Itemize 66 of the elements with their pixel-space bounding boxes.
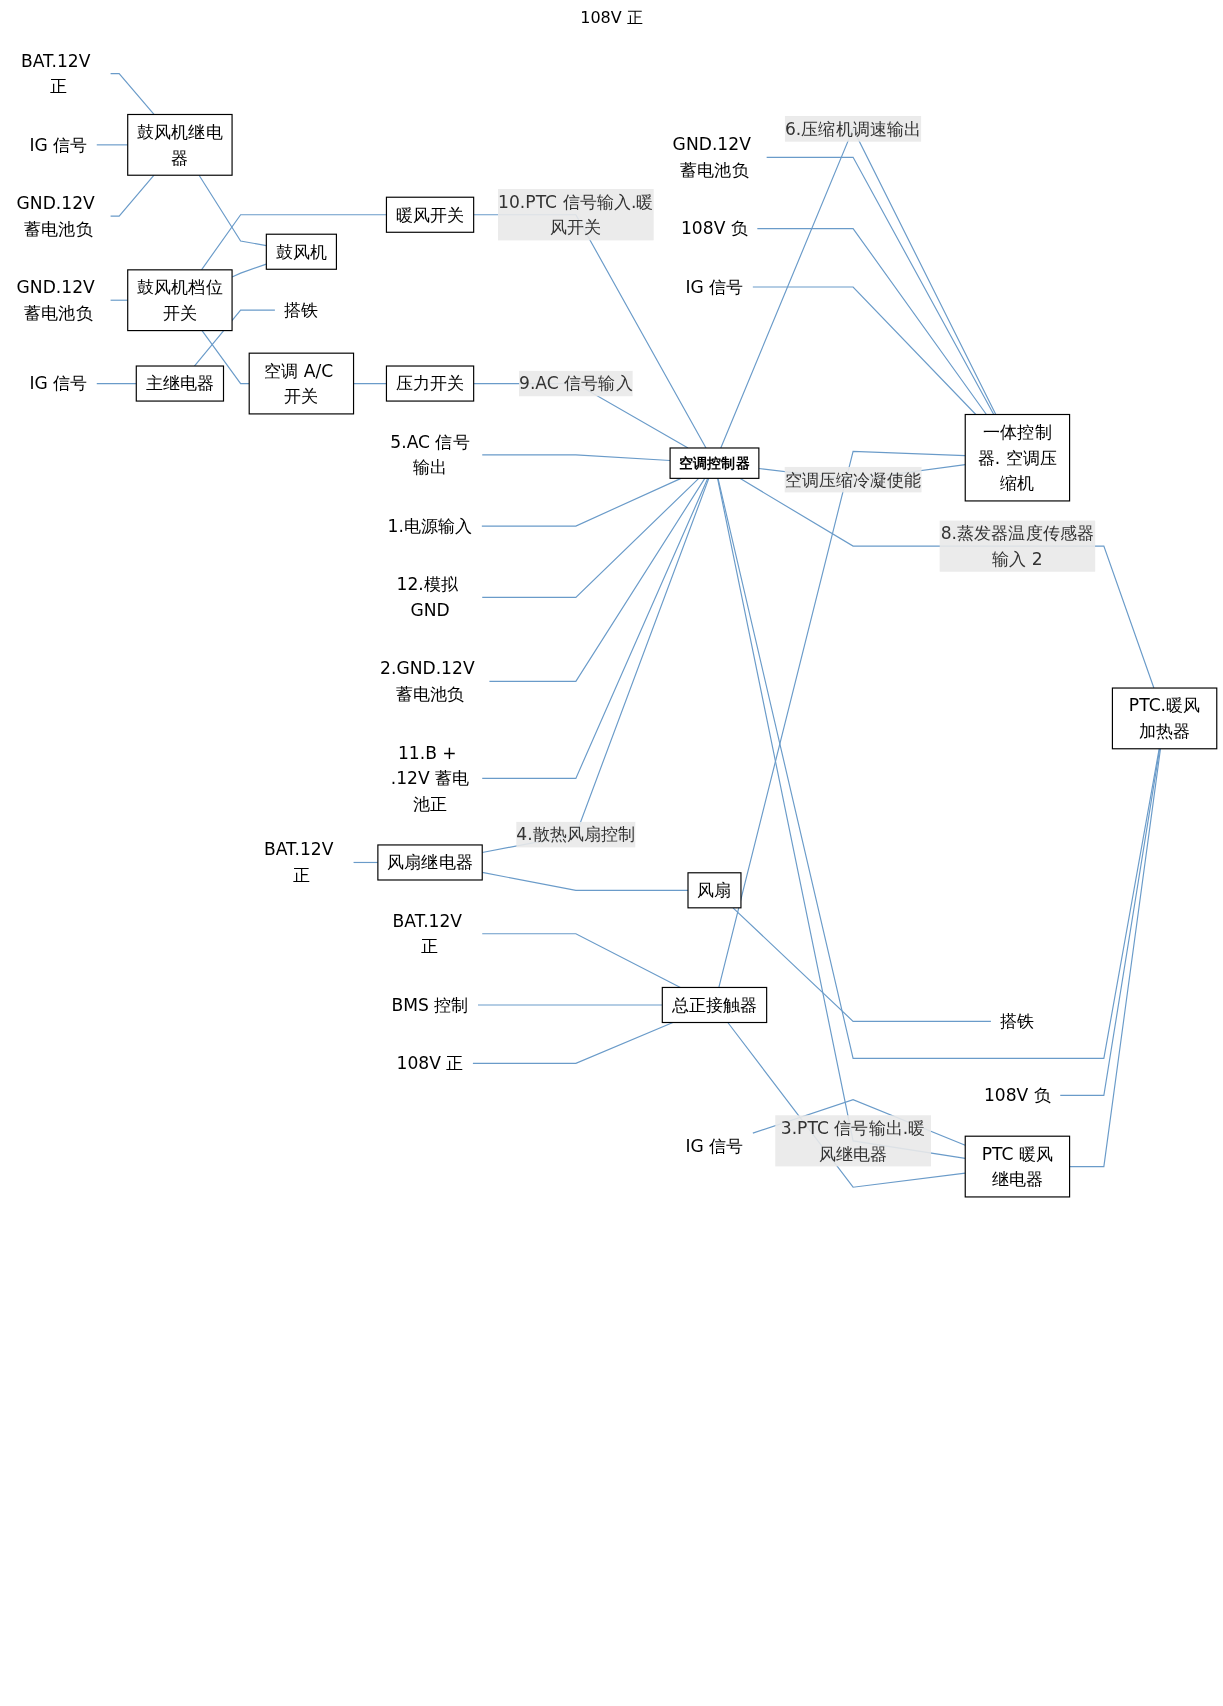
- node-box: 压力开关: [385, 365, 475, 402]
- node-text: 108V 负: [680, 218, 748, 239]
- connector: [481, 477, 700, 598]
- node-text: IG 信号: [29, 135, 88, 155]
- node-text: 5.AC 信号输出: [390, 432, 470, 478]
- node-text: IG 信号: [29, 373, 88, 394]
- node-box: 一体控制器. 空调压缩机: [964, 413, 1071, 502]
- node-text: 2.GND.12V 蓄电池负: [380, 658, 475, 704]
- node-text: BAT.12V 正: [20, 51, 91, 97]
- connector: [756, 228, 987, 416]
- node-text: GND.12V 蓄电池负: [672, 134, 751, 180]
- node-text: GND.12V 蓄电池负: [16, 193, 95, 239]
- node-text: IG 信号: [685, 1136, 744, 1156]
- connector: [198, 174, 267, 247]
- node-box: 空调控制器: [669, 447, 760, 479]
- edge-label: 4.散热风扇控制: [516, 824, 636, 845]
- node-text: 搭铁: [1000, 1011, 1035, 1032]
- node-box: 总正接触器: [661, 986, 768, 1024]
- connector: [752, 286, 977, 416]
- connector: [732, 907, 992, 1022]
- node-box: 风扇继电器: [377, 844, 483, 881]
- connector: [96, 382, 137, 385]
- connector: [481, 933, 681, 989]
- node-text: 108V 正: [396, 1053, 464, 1074]
- connector: [1059, 748, 1161, 1096]
- voltage-label: 108V 正: [580, 8, 643, 27]
- node-box: 鼓风机档位开关: [127, 269, 233, 332]
- connector: [193, 309, 276, 367]
- connector: [477, 1004, 663, 1006]
- node-box: PTC.暖风加热器: [1111, 687, 1218, 750]
- connector: [488, 477, 706, 682]
- connector: [201, 330, 250, 385]
- node-text: 搭铁: [284, 300, 319, 320]
- connector: [481, 454, 671, 462]
- node-text: BMS 控制: [391, 995, 469, 1015]
- node-text: 1.电源输入: [387, 516, 473, 536]
- node-text: 11.B + .12V 蓄电池正: [390, 742, 470, 814]
- node-text: IG 信号: [685, 277, 744, 297]
- connector: [481, 477, 682, 527]
- connector: [739, 477, 1155, 689]
- connector: [717, 477, 1160, 1059]
- node-box: PTC 暖风继电器: [964, 1135, 1071, 1198]
- connector: [481, 477, 709, 779]
- connector: [481, 477, 710, 854]
- connector: [110, 174, 155, 217]
- node-text: BAT.12V 正: [392, 911, 463, 957]
- connector: [766, 156, 995, 416]
- node-box: 鼓风机继电器: [127, 113, 233, 176]
- node-text: 12.模拟 GND: [396, 574, 459, 620]
- connector: [1069, 748, 1162, 1168]
- connector: [110, 73, 155, 116]
- node-box: 鼓风机: [265, 233, 337, 270]
- node-box: 主继电器: [135, 365, 225, 402]
- node-text: GND.12V 蓄电池负: [16, 277, 95, 323]
- node-box: 暖风开关: [385, 196, 475, 233]
- edge-label: 8.蒸发器温度传感器输入 2: [940, 523, 1095, 569]
- edge-label: 9.AC 信号输入: [519, 373, 633, 394]
- edge-label: 3.PTC 信号输出.暖风继电器: [780, 1118, 926, 1164]
- node-box: 空调 A/C 开关: [248, 352, 355, 415]
- edge-label: 10.PTC 信号输入.暖风开关: [498, 192, 654, 238]
- node-box: 风扇: [687, 872, 742, 909]
- node-text: BAT.12V 正: [263, 839, 334, 886]
- connector: [472, 1021, 674, 1064]
- edge-label: 空调压缩冷凝使能: [784, 469, 922, 490]
- node-text: 108V 负: [983, 1085, 1051, 1106]
- edge-label: 6.压缩机调速输出: [784, 119, 922, 139]
